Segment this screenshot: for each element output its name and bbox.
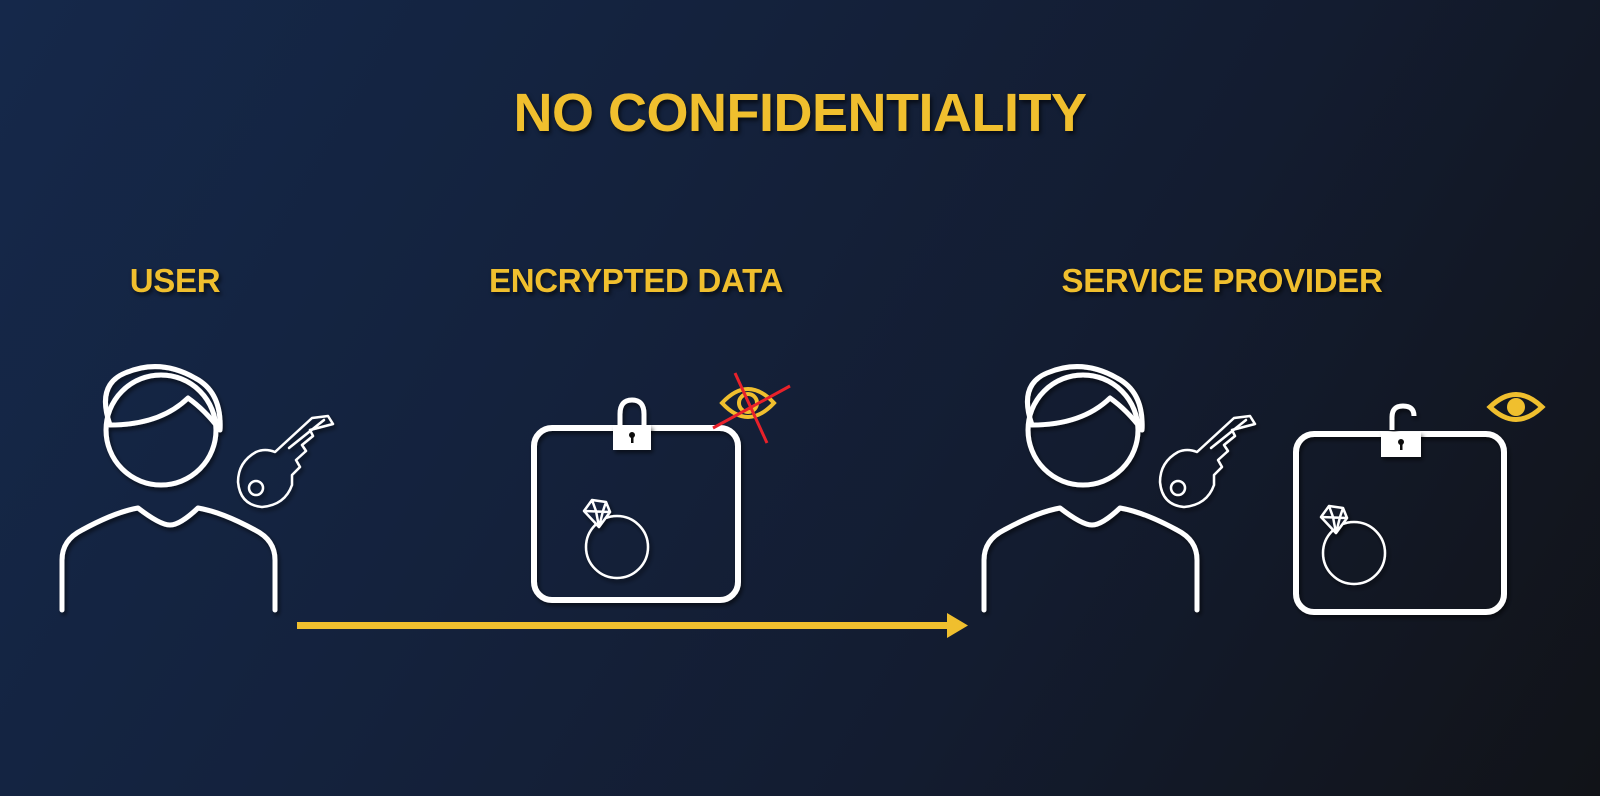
unlocked-padlock-icon — [1381, 403, 1421, 457]
provider-diamond-ring-icon — [1319, 504, 1387, 586]
diamond-ring-icon — [582, 498, 650, 580]
label-user: USER — [129, 262, 221, 299]
flow-arrow — [297, 613, 968, 638]
provider-key-icon — [1158, 414, 1257, 509]
label-service-provider: SERVICE PROVIDER — [1061, 262, 1383, 299]
eye-icon — [1486, 392, 1546, 422]
locked-padlock-icon — [613, 397, 651, 450]
slide-title: NO CONFIDENTIALITY — [513, 83, 1087, 143]
user-person-icon — [59, 364, 278, 613]
encrypted-data-box-icon — [531, 425, 741, 603]
provider-person-icon — [981, 364, 1200, 613]
label-encrypted-data: ENCRYPTED DATA — [488, 262, 784, 299]
crossed-out-eye-icon — [712, 372, 791, 444]
user-key-icon — [236, 414, 335, 509]
